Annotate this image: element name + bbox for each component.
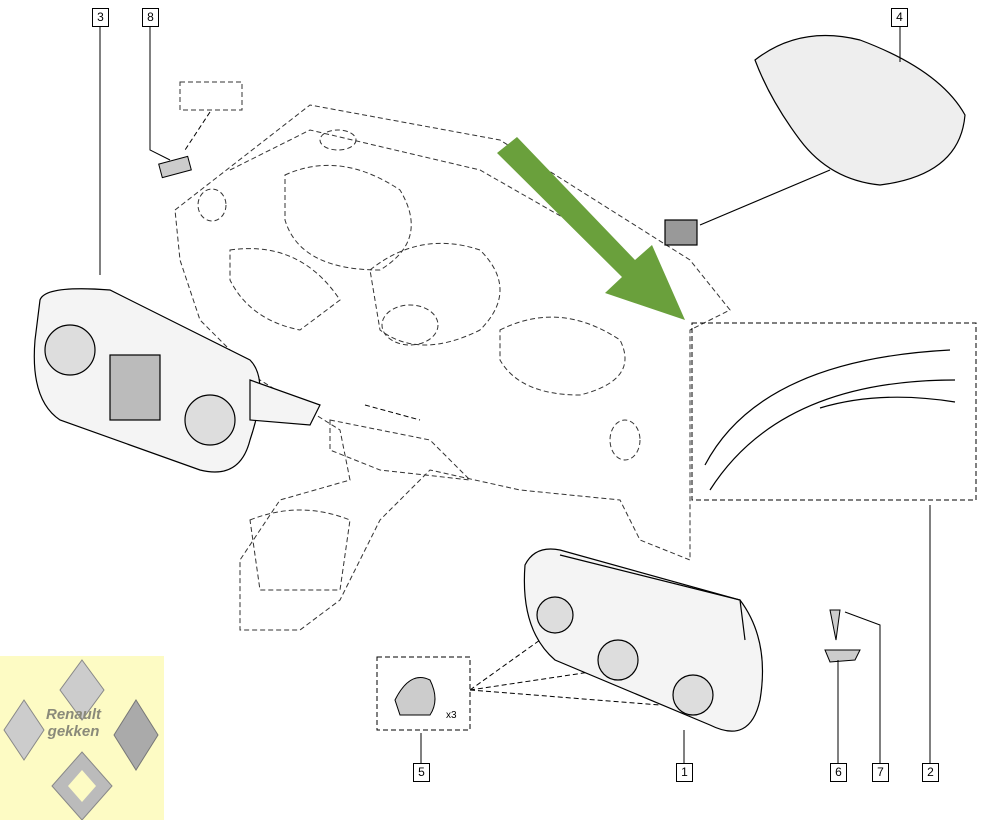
green-direction-arrow [497, 137, 685, 320]
callout-8: 8 [142, 8, 159, 27]
small-parts [158, 155, 861, 716]
callout-7: 7 [872, 763, 889, 782]
control-cables-2 [704, 349, 956, 491]
callout-4: 4 [891, 8, 908, 27]
heater-control-panel-1 [523, 548, 764, 732]
bulb-8 [158, 155, 192, 179]
quantity-note: x3 [446, 710, 457, 721]
display-unit-4 [664, 34, 966, 246]
clip-6 [824, 649, 861, 663]
heater-control-panel-3 [33, 288, 321, 473]
callout-2: 2 [922, 763, 939, 782]
screw-7 [829, 609, 841, 641]
callout-6: 6 [830, 763, 847, 782]
leader-lines [99, 26, 931, 763]
callout-3: 3 [92, 8, 109, 27]
knob-5 [394, 677, 436, 716]
logo-line1: Renault [46, 706, 102, 723]
renault-diamond-icons [3, 659, 159, 820]
callout-1: 1 [676, 763, 693, 782]
callout-5: 5 [413, 763, 430, 782]
logo-line2: gekken [47, 723, 100, 740]
dashboard-outline [174, 81, 731, 631]
pointer-arrows [184, 111, 977, 731]
